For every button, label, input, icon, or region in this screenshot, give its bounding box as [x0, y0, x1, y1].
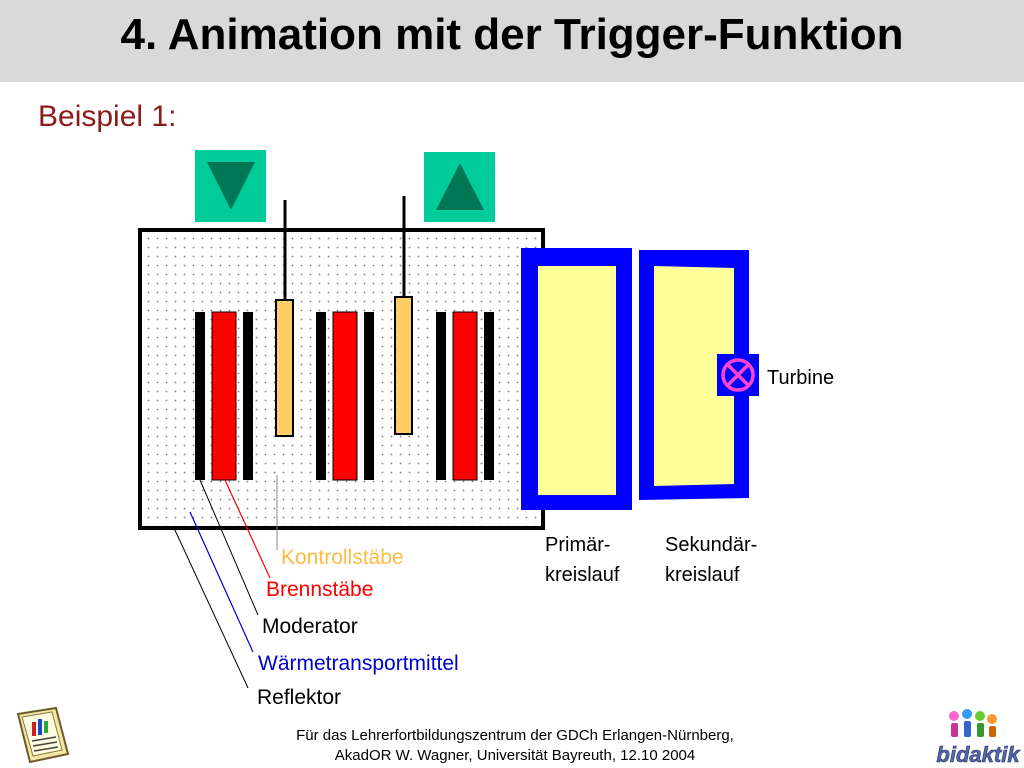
arrow-down-icon [207, 162, 255, 210]
moderator-bar [316, 312, 326, 480]
page-subtitle: Beispiel 1: [38, 100, 177, 133]
svg-text:bidaktik: bidaktik [936, 742, 1021, 767]
leader-line-brennstaebe [224, 479, 271, 579]
raise-control-rods-button[interactable] [424, 152, 495, 222]
label-primaer-line1: Primär- [545, 534, 611, 556]
primary-circuit [521, 248, 632, 510]
fuel-rod [332, 311, 358, 481]
leader-line-reflektor [173, 527, 249, 689]
page-title: 4. Animation mit der Trigger-Funktion [120, 10, 904, 59]
arrow-up-icon [436, 163, 484, 210]
control-rod-right [394, 196, 413, 435]
document-icon [16, 706, 70, 764]
turbine-icon [717, 354, 759, 396]
label-kontrollstaebe: Kontrollstäbe [281, 546, 404, 569]
label-sekundaer-circuit: Sekundär- kreislauf [665, 530, 757, 590]
control-rod-left [275, 200, 294, 437]
moderator-bar [484, 312, 494, 480]
leader-line-waermetransportmittel [189, 511, 254, 653]
label-waermetransportmittel: Wärmetransportmittel [258, 652, 459, 675]
label-primaer-circuit: Primär- kreislauf [545, 530, 619, 590]
secondary-circuit [639, 250, 749, 500]
moderator-bar [436, 312, 446, 480]
moderator-bar [364, 312, 374, 480]
label-brennstaebe: Brennstäbe [266, 578, 374, 601]
label-reflektor: Reflektor [257, 686, 342, 709]
leader-line-moderator [199, 479, 259, 616]
label-turbine: Turbine [767, 367, 835, 389]
label-sekundaer-line2: kreislauf [665, 564, 740, 586]
fuel-rod [452, 311, 478, 481]
footer-line1: Für das Lehrerfortbildungszentrum der GD… [296, 727, 734, 744]
moderator-bar [195, 312, 205, 480]
lower-control-rods-button[interactable] [195, 150, 266, 222]
label-primaer-line2: kreislauf [545, 564, 620, 586]
label-sekundaer-line1: Sekundär- [665, 534, 758, 556]
label-moderator: Moderator [262, 615, 358, 638]
fuel-rod [211, 311, 237, 481]
moderator-bar [243, 312, 253, 480]
bidaktik-logo: bidaktik [936, 709, 1022, 767]
footer-credits: Für das Lehrerfortbildungszentrum der GD… [230, 726, 800, 766]
title-bar [0, 0, 1024, 82]
footer-line2: AkadOR W. Wagner, Universität Bayreuth, … [334, 747, 696, 764]
